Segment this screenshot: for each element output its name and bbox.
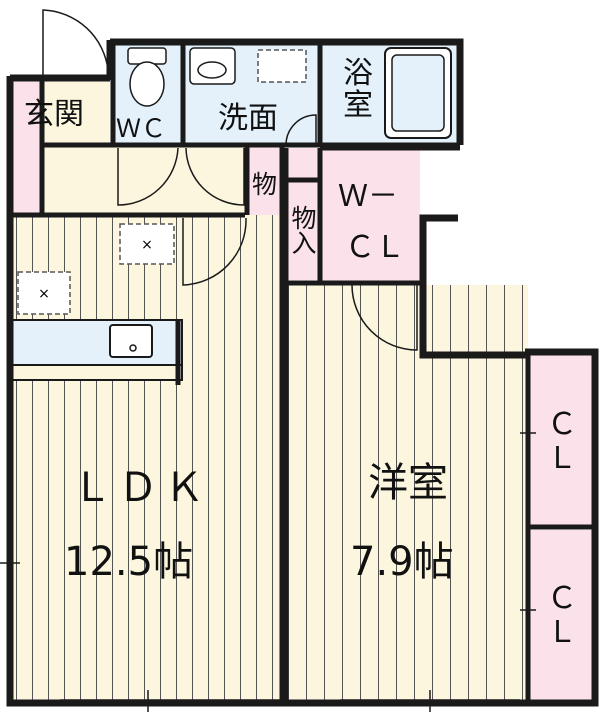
entrance-door: [42, 9, 109, 78]
toilet-icon: [127, 47, 167, 107]
mono-ire-label: 物入: [288, 205, 317, 255]
svg-text:×: ×: [141, 237, 153, 253]
cl-bottom-label: ＣＬ: [547, 582, 577, 650]
mono-floor: [247, 145, 320, 280]
svg-text:×: ×: [38, 286, 50, 302]
walls: [6, 38, 599, 707]
window-marks: [0, 432, 536, 712]
cl-top-text: ＣＬ: [547, 407, 577, 476]
yoshitsu-door: [351, 284, 418, 351]
yoshitsu-name-label: 洋室: [368, 460, 448, 506]
ldk-door: [182, 217, 247, 286]
range-hood-icon: ×: [17, 271, 71, 315]
washbasin-icon: [189, 47, 236, 85]
genkan-label: 玄関: [24, 97, 84, 132]
kitchen-counter: [11, 319, 183, 381]
yokushitsu-label: 浴室: [343, 58, 377, 122]
ldk-name-label: ＬＤＫ: [72, 465, 210, 511]
senmen-fan-icon: [257, 49, 307, 83]
bathtub-icon: [384, 47, 452, 139]
ceiling-fan-icon: ×: [119, 223, 175, 265]
cl-bottom-text: ＣＬ: [547, 581, 577, 650]
ldk-size-label: 12.5帖: [64, 539, 194, 585]
yoshitsu-size-label: 7.9帖: [350, 539, 454, 585]
bath-door: [285, 114, 317, 146]
yokushitsu-text: 浴室: [343, 56, 373, 123]
mono1-label: 物: [252, 170, 278, 199]
senmen-door: [185, 147, 245, 206]
cl-floors: [528, 355, 593, 700]
genkan-floor: [10, 80, 110, 215]
wcl-label-line1: Ｗ－: [338, 179, 398, 214]
wcl-floor: [320, 148, 420, 283]
wc-label: ＷＣ: [116, 114, 167, 143]
hall-floor: [42, 145, 247, 215]
cl-top-label: ＣＬ: [547, 408, 577, 476]
wc-door: [117, 147, 179, 206]
wcl-label-line2: ＣＬ: [345, 230, 405, 265]
inner-walls: [10, 42, 595, 700]
senmen-label: 洗面: [218, 101, 278, 136]
